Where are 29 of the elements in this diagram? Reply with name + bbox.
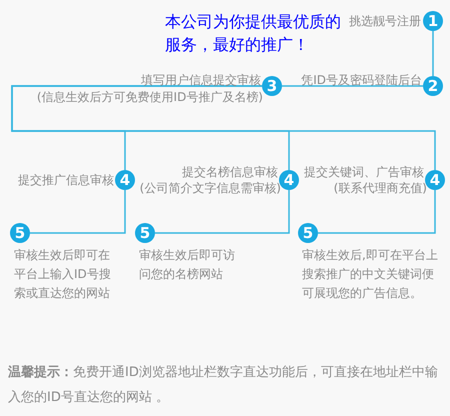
step-number-circle: 5 [135,223,155,243]
step-number-circle: 5 [298,223,318,243]
step-note: (联系代理商充值) [334,181,427,196]
step-note: (信息生效后方可免费使用ID号推广及名榜) [36,90,263,105]
step-label: 凭ID号及密码登陆后台 [301,73,422,88]
headline: 本公司为你提供最优质的服务，最好的推广！ [165,11,342,56]
connector-line [30,190,126,234]
step-number-circle: 4 [279,170,299,190]
step-description: 审核生效后即可在平台上输入ID号搜索或直达您的网站 [14,247,112,302]
connector-line [282,85,423,87]
step-label: 提交推广信息审核 [18,173,114,188]
step-number-circle: 2 [423,76,443,96]
connector-line [432,31,434,76]
step-label: 挑选靓号注册 [349,14,421,29]
step-label: 填写用户信息提交审核 [141,73,261,88]
step-description: 审核生效后,即可在平台上搜索推广的中文关键词便可展现您的广告信息。 [302,247,438,302]
tip-text: 温馨提示：免费开通ID浏览器地址栏数字直达功能后，可直接在地址栏中输入您的ID号直达您的网站 。 [8,364,439,407]
connector-line [155,190,290,234]
step-number-circle: 1 [423,11,443,31]
step-note: (公司简介文字信息需审核) [140,181,281,196]
step-number-circle: 5 [10,223,30,243]
connector-line [11,85,436,170]
connector-line [318,190,436,234]
step-label: 提交名榜信息审核 [182,165,278,180]
step-number-circle: 4 [115,170,135,190]
step-number-circle: 4 [425,170,445,190]
step-description: 审核生效后即可访问您的名榜网站 [139,247,236,283]
step-label: 提交关键词、广告审核 [304,165,424,180]
step-number-circle: 3 [262,76,282,96]
